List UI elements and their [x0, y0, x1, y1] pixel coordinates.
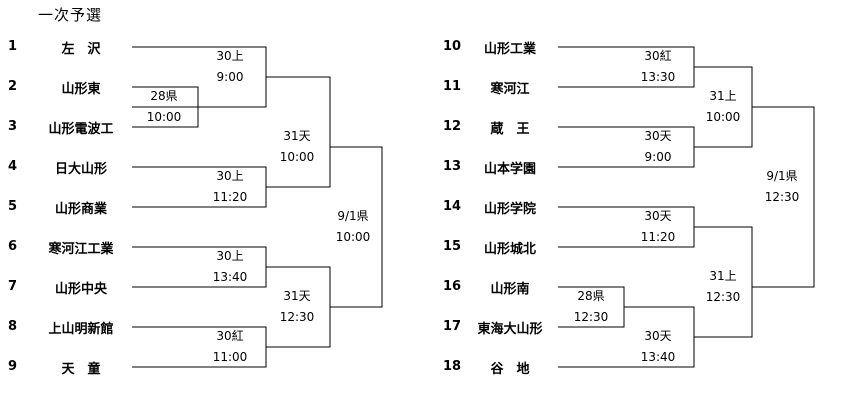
team-number: 15	[443, 239, 462, 254]
team-name: 東海大山形	[477, 322, 543, 337]
team-name: 日大山形	[54, 162, 107, 177]
match-venue: 30上	[216, 49, 244, 63]
match-time: 11:20	[212, 190, 248, 204]
team-number: 16	[443, 279, 462, 294]
team-number: 7	[8, 279, 18, 294]
match-time: 12:30	[573, 310, 609, 324]
team-number: 2	[8, 79, 18, 94]
match-venue: 30紅	[644, 49, 672, 63]
match-info: 30天 13:40	[628, 326, 688, 368]
match-info: 31天 10:00	[267, 126, 327, 168]
team-number: 14	[443, 199, 462, 214]
match-venue: 9/1県	[766, 169, 798, 183]
match-time: 12:30	[764, 190, 800, 204]
bracket-line	[752, 106, 815, 288]
team-number: 18	[443, 359, 462, 374]
team-number: 13	[443, 159, 462, 174]
team-number: 12	[443, 119, 462, 134]
match-time: 12:30	[279, 310, 315, 324]
page-title: 一次予選	[38, 6, 103, 24]
team-number: 17	[443, 319, 462, 334]
match-venue: 31天	[283, 129, 311, 143]
match-info: 30上 9:00	[200, 46, 260, 88]
match-time: 13:40	[212, 270, 248, 284]
team-name: 蔵 王	[490, 122, 530, 137]
match-venue: 28県	[150, 89, 178, 103]
match-time: 9:00	[216, 70, 244, 84]
team-number: 5	[8, 199, 18, 214]
match-venue: 31上	[709, 269, 737, 283]
match-venue: 31天	[283, 289, 311, 303]
match-venue: 30天	[644, 209, 672, 223]
match-info: 30紅 11:00	[200, 326, 260, 368]
match-info: 30天 9:00	[628, 126, 688, 168]
team-number: 8	[8, 319, 18, 334]
match-info: 30紅 13:30	[628, 46, 688, 88]
match-info: 31天 12:30	[267, 286, 327, 328]
team-name: 谷 地	[490, 362, 530, 377]
match-time: 9:00	[644, 150, 672, 164]
match-info: 31上 10:00	[693, 86, 753, 128]
team-name: 天 童	[61, 362, 101, 377]
match-time: 10:00	[705, 110, 741, 124]
bracket-line	[132, 86, 199, 128]
match-info: 28県 10:00	[134, 86, 194, 128]
bracket-line	[330, 146, 383, 308]
match-time: 13:40	[640, 350, 676, 364]
team-name: 山形南	[490, 282, 530, 297]
match-info: 30上 13:40	[200, 246, 260, 288]
team-name: 寒河江	[490, 82, 530, 97]
team-name: 上山明新館	[48, 322, 114, 337]
match-venue: 28県	[577, 289, 605, 303]
match-info: 31上 12:30	[693, 266, 753, 308]
team-number: 3	[8, 119, 18, 134]
match-venue: 30天	[644, 129, 672, 143]
team-number: 1	[8, 39, 18, 54]
team-name: 左 沢	[61, 42, 101, 57]
team-name: 山形城北	[483, 242, 536, 257]
bracket-line	[266, 76, 331, 188]
match-venue: 30天	[644, 329, 672, 343]
match-venue: 30上	[216, 249, 244, 263]
match-time: 10:00	[279, 150, 315, 164]
match-info: 9/1県 12:30	[752, 166, 812, 208]
team-number: 4	[8, 159, 18, 174]
match-info: 28県 12:30	[561, 286, 621, 328]
team-number: 11	[443, 79, 462, 94]
match-time: 12:30	[705, 290, 741, 304]
team-name: 山形中央	[54, 282, 107, 297]
match-info: 30上 11:20	[200, 166, 260, 208]
team-name: 山形工業	[483, 42, 536, 57]
match-time: 10:00	[146, 110, 182, 124]
match-time: 13:30	[640, 70, 676, 84]
match-info: 30天 11:20	[628, 206, 688, 248]
match-info: 9/1県 10:00	[323, 206, 383, 248]
match-time: 11:20	[640, 230, 676, 244]
team-name: 山形商業	[54, 202, 107, 217]
team-name: 寒河江工業	[48, 242, 114, 257]
team-name: 山形東	[61, 82, 101, 97]
match-time: 11:00	[212, 350, 248, 364]
team-name: 山本学園	[483, 162, 536, 177]
team-number: 9	[8, 359, 18, 374]
team-name: 山形学院	[483, 202, 536, 217]
match-time: 10:00	[335, 230, 371, 244]
bracket-line	[694, 226, 753, 338]
match-venue: 9/1県	[337, 209, 369, 223]
bracket-line	[132, 166, 267, 208]
match-venue: 30上	[216, 169, 244, 183]
team-number: 6	[8, 239, 18, 254]
match-venue: 30紅	[216, 329, 244, 343]
team-name: 山形電波工	[48, 122, 114, 137]
team-number: 10	[443, 39, 462, 54]
match-venue: 31上	[709, 89, 737, 103]
